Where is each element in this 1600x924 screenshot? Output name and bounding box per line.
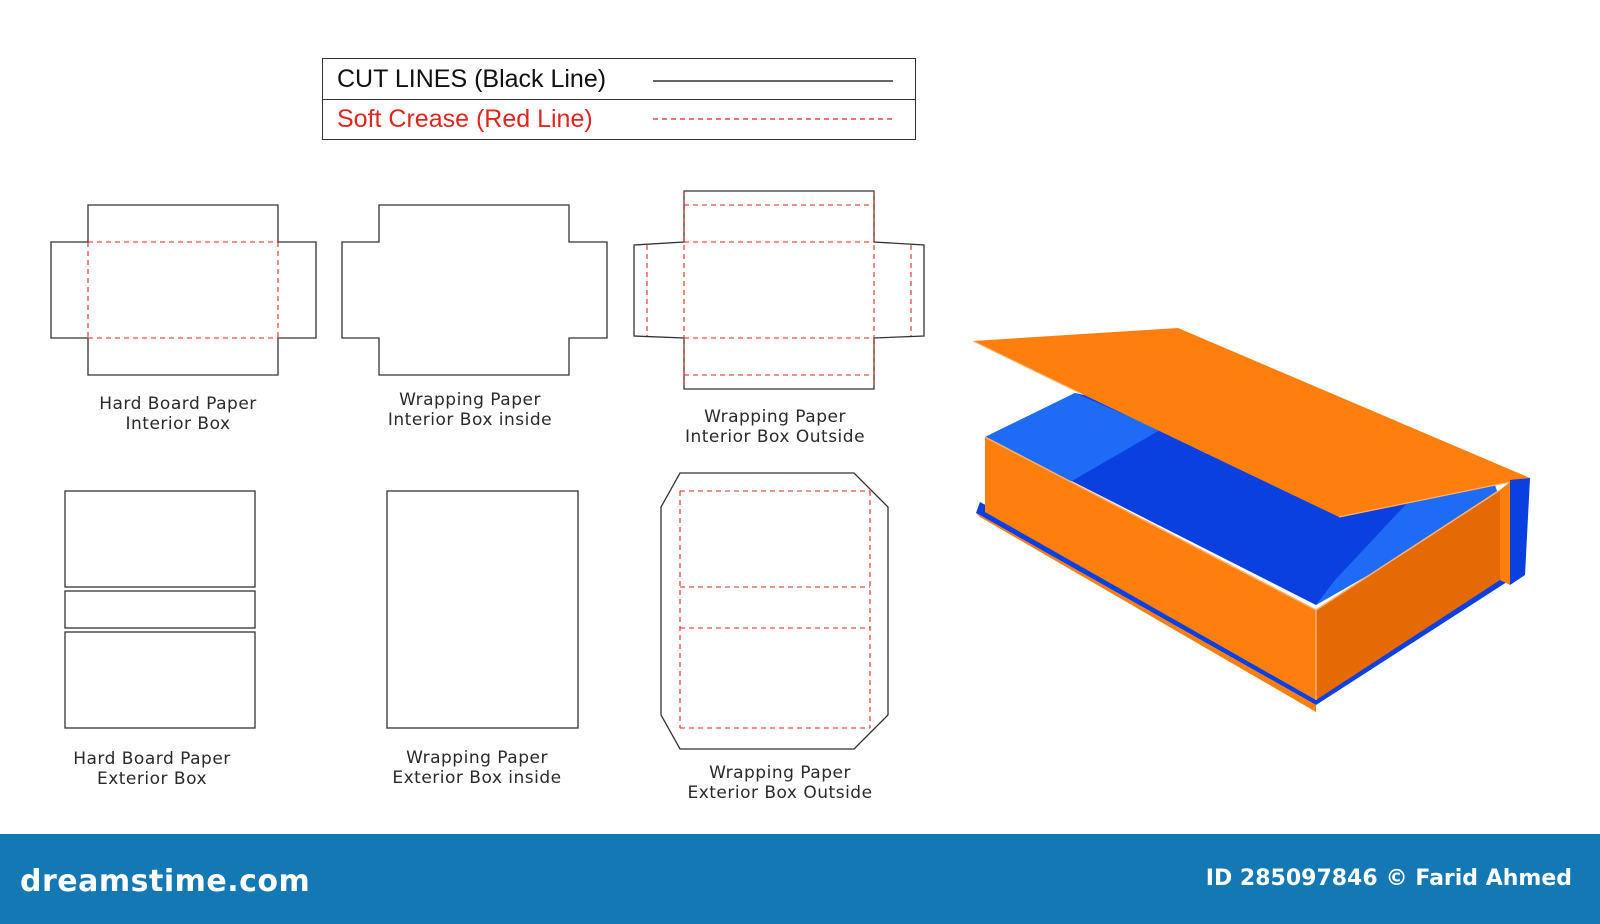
line-legend: CUT LINES (Black Line) Soft Crease (Red … xyxy=(322,58,916,140)
magnetic-box-3d-icon xyxy=(972,328,1531,712)
legend-row-crease: Soft Crease (Red Line) xyxy=(323,99,915,139)
brand-logo[interactable]: dreamstime.com xyxy=(20,864,311,899)
dieline-wrapping-exterior-inside xyxy=(386,490,579,729)
dieline-hard-board-exterior xyxy=(64,490,256,729)
dieline-wrapping-interior-inside xyxy=(341,204,608,376)
soft-crease-label: Soft Crease (Red Line) xyxy=(337,105,593,133)
legend-row-cut: CUT LINES (Black Line) xyxy=(323,59,915,100)
author-credit[interactable]: © Farid Ahmed xyxy=(1385,866,1572,891)
image-id: ID 285097846 xyxy=(1205,866,1378,891)
cut-lines-label: CUT LINES (Black Line) xyxy=(337,65,607,93)
dielines-drawing xyxy=(50,190,925,750)
dieline-wrapping-interior-outside xyxy=(633,190,925,390)
image-credit: ID 285097846 © Farid Ahmed xyxy=(1206,866,1572,891)
footer-bar: dreamstime.com ID 285097846 © Farid Ahmed xyxy=(0,834,1600,924)
dieline-hard-board-interior xyxy=(50,204,317,376)
cut-line-sample xyxy=(653,80,893,82)
dieline-sheet: CUT LINES (Black Line) Soft Crease (Red … xyxy=(50,58,1531,803)
dieline-wrapping-exterior-outside xyxy=(660,472,889,750)
crease-line-sample xyxy=(653,118,893,120)
